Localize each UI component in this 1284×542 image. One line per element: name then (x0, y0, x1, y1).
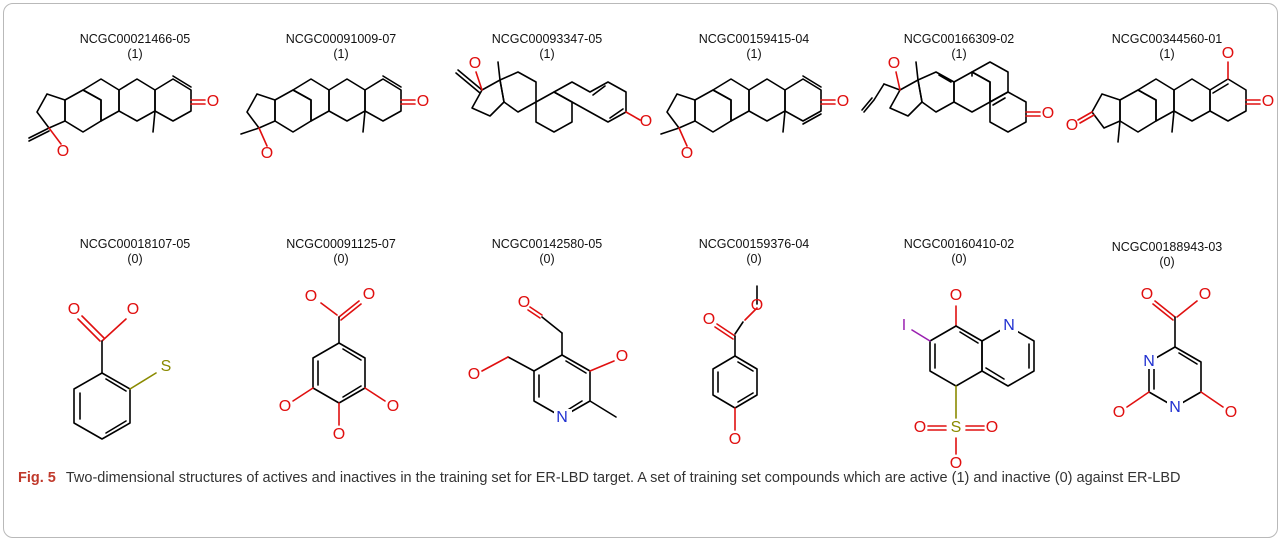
svg-text:O: O (1262, 93, 1274, 110)
svg-text:O: O (1222, 45, 1234, 62)
activity-value: (0) (539, 252, 555, 266)
compound-label: NCGC00091009-07(1) (234, 32, 448, 62)
structure-ncgc00018107: O O S (68, 301, 172, 440)
activity-value: (1) (951, 47, 967, 61)
compound-id: NCGC00091125-07 (286, 237, 396, 251)
svg-text:O: O (363, 286, 375, 303)
svg-text:O: O (417, 93, 429, 110)
compound-id: NCGC00159415-04 (698, 32, 810, 46)
compound-id: NCGC00159376-04 (698, 237, 810, 251)
compound-id: NCGC00166309-02 (903, 32, 1015, 46)
compound-id: NCGC00018107-05 (79, 237, 191, 251)
caption-text: Two-dimensional structures of actives an… (65, 470, 1181, 486)
svg-text:O: O (1141, 286, 1153, 303)
svg-text:O: O (1199, 286, 1211, 303)
svg-text:N: N (1169, 399, 1181, 416)
svg-text:O: O (469, 55, 481, 72)
compound-label: NCGC00142580-05(0) (440, 237, 654, 267)
svg-text:O: O (207, 93, 219, 110)
structure-ncgc00188943: O O N N O O (1113, 286, 1237, 421)
activity-value: (1) (333, 47, 349, 61)
svg-text:O: O (837, 93, 849, 110)
structure-ncgc00093347: O O (455, 55, 652, 133)
compound-id: NCGC00093347-05 (491, 32, 603, 46)
compound-label: NCGC00344560-01(1) (1060, 32, 1274, 62)
activity-value: (0) (951, 252, 967, 266)
svg-text:O: O (950, 287, 962, 304)
compound-label: NCGC00091125-07(0) (234, 237, 448, 267)
activity-value: (0) (1159, 255, 1175, 269)
svg-text:S: S (161, 358, 172, 375)
activity-value: (1) (127, 47, 143, 61)
svg-text:O: O (468, 366, 480, 383)
compound-label: NCGC00160410-02(0) (852, 237, 1066, 267)
compound-id: NCGC00091009-07 (285, 32, 397, 46)
compound-id: NCGC00142580-05 (491, 237, 603, 251)
activity-value: (1) (1159, 47, 1175, 61)
svg-text:O: O (387, 398, 399, 415)
structure-ncgc00159415: O O (660, 75, 849, 162)
svg-text:O: O (1042, 105, 1054, 122)
structure-ncgc00021466: O O (28, 75, 219, 160)
figure-frame (3, 3, 1278, 538)
svg-text:O: O (751, 297, 763, 314)
activity-value: (1) (539, 47, 555, 61)
svg-text:O: O (127, 301, 139, 318)
svg-text:O: O (1225, 404, 1237, 421)
compound-label: NCGC00018107-05(0) (28, 237, 242, 267)
svg-text:O: O (57, 143, 69, 160)
activity-value: (0) (746, 252, 762, 266)
structure-ncgc00344560: O O O (1066, 45, 1274, 143)
structure-ncgc00091125: O O O O O (279, 286, 399, 443)
svg-text:O: O (305, 288, 317, 305)
svg-text:N: N (1143, 353, 1155, 370)
compound-id: NCGC00188943-03 (1111, 240, 1223, 254)
compound-id: NCGC00160410-02 (903, 237, 1015, 251)
activity-value: (1) (746, 47, 762, 61)
compound-label: NCGC00021466-05(1) (28, 32, 242, 62)
svg-text:O: O (914, 419, 926, 436)
structure-ncgc00091009: O O (240, 75, 429, 162)
svg-text:O: O (279, 398, 291, 415)
compound-id: NCGC00344560-01 (1111, 32, 1223, 46)
svg-text:O: O (729, 431, 741, 448)
compound-label: NCGC00166309-02(1) (852, 32, 1066, 62)
svg-text:N: N (556, 409, 568, 426)
compound-label: NCGC00159376-04(0) (647, 237, 861, 267)
svg-text:O: O (333, 426, 345, 443)
activity-value: (0) (333, 252, 349, 266)
compound-label: NCGC00188943-03(0) (1060, 240, 1274, 270)
compound-label: NCGC00159415-04(1) (647, 32, 861, 62)
svg-text:O: O (681, 145, 693, 162)
svg-text:O: O (518, 294, 530, 311)
svg-text:N: N (1003, 317, 1015, 334)
figure-caption: Fig. 5 Two-dimensional structures of acti… (18, 467, 1268, 489)
svg-text:O: O (703, 311, 715, 328)
compound-label: NCGC00093347-05(1) (440, 32, 654, 62)
svg-text:O: O (616, 348, 628, 365)
svg-text:O: O (950, 455, 962, 472)
compound-id: NCGC00021466-05 (79, 32, 191, 46)
svg-text:O: O (986, 419, 998, 436)
svg-text:O: O (261, 145, 273, 162)
structure-ncgc00159376: O O O (703, 285, 763, 448)
activity-value: (0) (127, 252, 143, 266)
structure-ncgc00166309: O O (861, 55, 1054, 133)
figure-label: Fig. 5 (18, 470, 56, 486)
structure-ncgc00142580: O N O O (468, 294, 628, 426)
svg-text:O: O (640, 113, 652, 130)
structure-ncgc00160410: O N I S O O O (902, 287, 1035, 472)
svg-text:S: S (951, 419, 962, 436)
svg-text:I: I (902, 317, 906, 334)
svg-text:O: O (68, 301, 80, 318)
svg-text:O: O (1066, 117, 1078, 134)
svg-text:O: O (888, 55, 900, 72)
svg-text:O: O (1113, 404, 1125, 421)
